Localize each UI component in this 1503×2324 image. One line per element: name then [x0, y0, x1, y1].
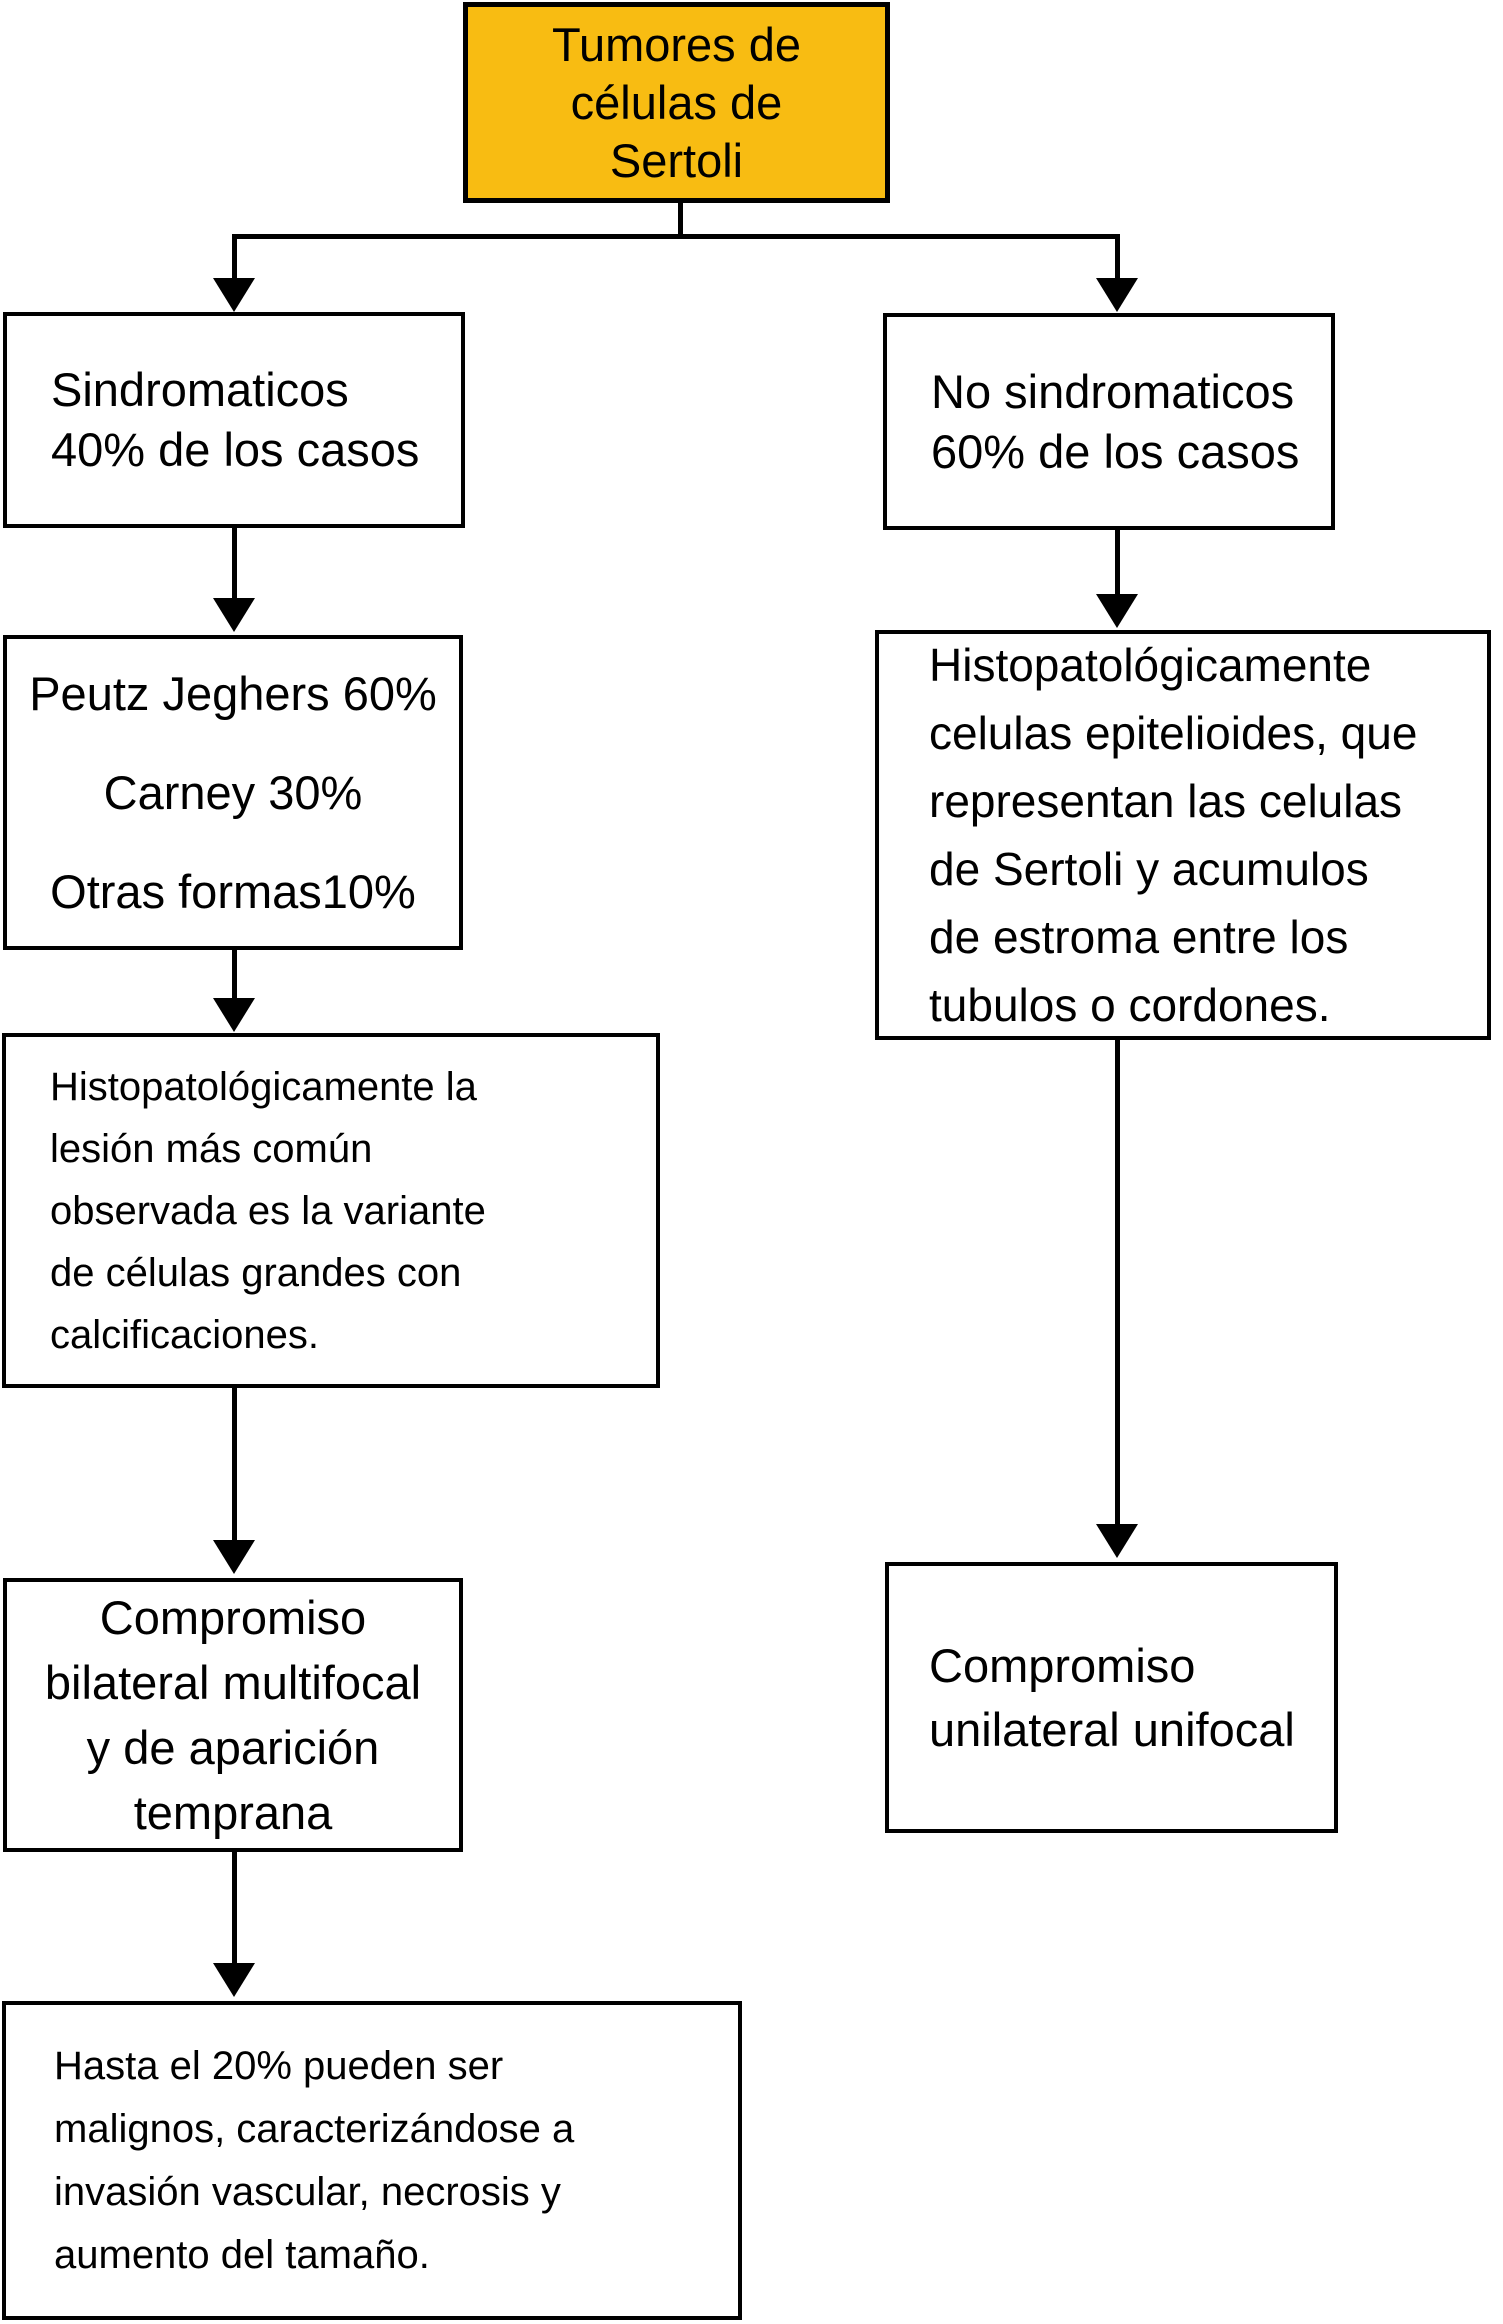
root-node-text: Sertoli [609, 133, 744, 187]
malignancy-node-text: aumento del tamaño. [54, 2232, 430, 2277]
malignancy-node: Hasta el 20% pueden ser malignos, caract… [2, 2001, 742, 2320]
syndromic-node-text: Sindromaticos [51, 363, 349, 416]
unilateral-node: Compromiso unilateral unifocal [885, 1562, 1338, 1833]
bilateral-node: Compromiso bilateral multifocal y de apa… [3, 1578, 463, 1852]
bilateral-node-text: temprana [133, 1786, 333, 1839]
histology-non-syndromic-node-text: de estroma entre los [929, 911, 1349, 963]
arrowhead-down [1096, 594, 1138, 628]
syndrome-types-node-text: Carney 30% [103, 766, 363, 819]
connector-left-drop [232, 234, 237, 280]
bilateral-node-text: y de aparición [86, 1721, 380, 1774]
malignancy-node-text: invasión vascular, necrosis y [54, 2169, 561, 2214]
arrowhead-down [213, 278, 255, 312]
arrowhead-down [213, 598, 255, 632]
connector-root-stem [678, 203, 683, 239]
histology-non-syndromic-node-text: Histopatológicamente [929, 639, 1372, 691]
malignancy-node-text: malignos, caracterizándose a [54, 2106, 575, 2151]
unilateral-node-text: Compromiso [929, 1638, 1196, 1692]
malignancy-node-text: Hasta el 20% pueden ser [54, 2043, 504, 2088]
bilateral-node-text: Compromiso [99, 1591, 367, 1644]
histology-syndromic-node-text: lesión más común [50, 1126, 373, 1171]
arrowhead-down [213, 1963, 255, 1997]
histology-syndromic-node-text: observada es la variante [50, 1188, 486, 1233]
connector-right-drop [1115, 234, 1120, 280]
non-syndromic-node: No sindromaticos 60% de los casos [883, 313, 1335, 530]
syndrome-types-node-text: Otras formas10% [50, 865, 416, 918]
histology-non-syndromic-node-text: celulas epitelioides, que [929, 707, 1418, 759]
connector-syndromic-types [232, 528, 237, 600]
histology-non-syndromic-node-text: tubulos o cordones. [929, 979, 1331, 1031]
connector-histology-bilateral [232, 1388, 237, 1542]
arrowhead-down [213, 998, 255, 1032]
histology-syndromic-node-text: de células grandes con [50, 1250, 462, 1295]
connector-nonsyndromic-histology [1115, 530, 1120, 596]
connector-split-bar [232, 234, 1120, 239]
bilateral-node-text: bilateral multifocal [44, 1656, 422, 1709]
histology-syndromic-node-text: Histopatológicamente la [50, 1064, 477, 1109]
connector-types-histology [232, 950, 237, 1000]
connector-histology-unilateral [1115, 1040, 1120, 1526]
root-node: Tumores de células de Sertoli [463, 2, 890, 203]
arrowhead-down [1096, 1524, 1138, 1558]
syndrome-types-node: Peutz Jeghers 60% Carney 30% Otras forma… [3, 635, 463, 950]
histology-syndromic-node: Histopatológicamente la lesión más común… [2, 1033, 660, 1388]
non-syndromic-node-text: No sindromaticos [931, 364, 1295, 418]
histology-non-syndromic-node: Histopatológicamente celulas epitelioide… [875, 630, 1491, 1040]
syndrome-types-node-text: Peutz Jeghers 60% [29, 667, 437, 720]
histology-syndromic-node-text: calcificaciones. [50, 1312, 320, 1357]
histology-non-syndromic-node-text: representan las celulas [929, 775, 1403, 827]
histology-non-syndromic-node-text: de Sertoli y acumulos [929, 843, 1369, 895]
root-node-text: células de [570, 75, 783, 129]
syndromic-node: Sindromaticos 40% de los casos [3, 312, 465, 528]
arrowhead-down [1096, 278, 1138, 312]
syndromic-node-text: 40% de los casos [51, 423, 420, 476]
arrowhead-down [213, 1540, 255, 1574]
unilateral-node-text: unilateral unifocal [929, 1702, 1295, 1756]
root-node-text: Tumores de [551, 17, 802, 71]
connector-bilateral-malignancy [232, 1852, 237, 1965]
non-syndromic-node-text: 60% de los casos [931, 424, 1300, 478]
